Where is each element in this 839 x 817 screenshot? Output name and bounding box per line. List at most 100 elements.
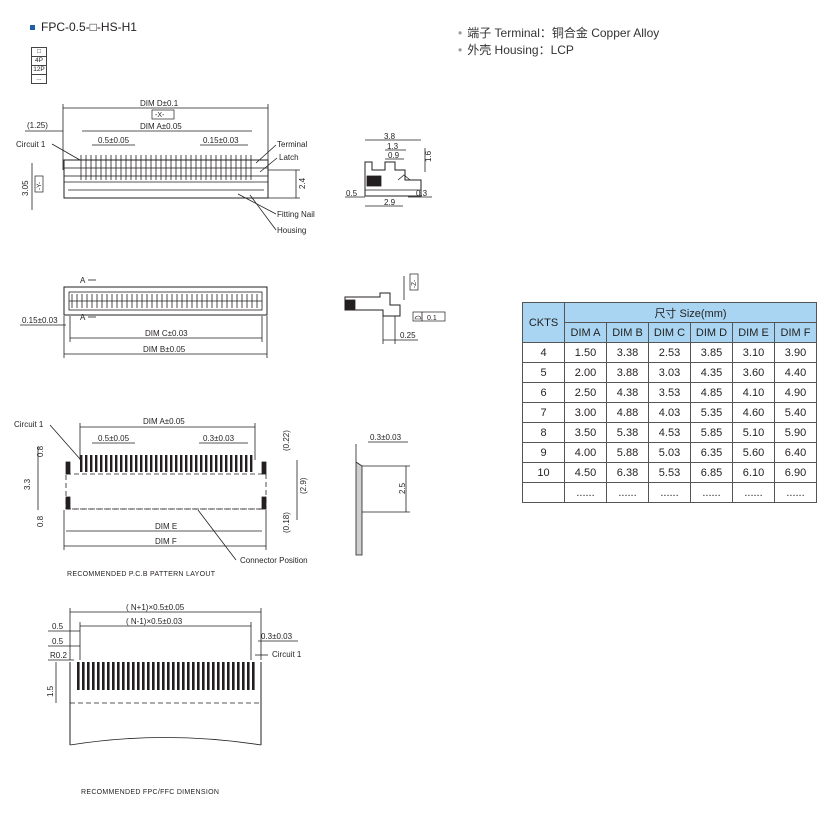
pcb-pad (130, 455, 133, 472)
dim-cell: 4.50 (564, 462, 607, 483)
pcb-pad (190, 455, 193, 472)
dim-cell: ...... (648, 482, 691, 503)
dim-cell: 5.88 (606, 442, 649, 463)
dim-cell: 2.53 (648, 342, 691, 363)
dim-d-label: DIM D±0.1 (140, 99, 179, 108)
fpc-05-b-label: 0.5 (52, 637, 64, 646)
pcb-pad (85, 455, 88, 472)
pcb-pad (230, 455, 233, 472)
dim-cell: ...... (690, 482, 733, 503)
dim-cell: 6.85 (690, 462, 733, 483)
fpc-trace (192, 662, 195, 690)
fpc-trace (97, 662, 100, 690)
pcb-pad (240, 455, 243, 472)
dim-cell: 3.50 (564, 422, 607, 443)
dim-cell: 1.50 (564, 342, 607, 363)
dim-cell: ...... (774, 482, 817, 503)
dim-cell: 4.88 (606, 402, 649, 423)
fpc-trace (197, 662, 200, 690)
pcb-pitch-label: 0.5±0.05 (98, 434, 130, 443)
dimension-table: CKTS 尺寸 Size(mm) DIM A DIM B DIM C DIM D… (522, 302, 817, 503)
fpc-trace (202, 662, 205, 690)
bullet-icon: • (458, 26, 463, 40)
fpc-trace (227, 662, 230, 690)
ckts-cell: 4 (522, 342, 565, 363)
fpc-trace (92, 662, 95, 690)
dim-cell: 6.35 (690, 442, 733, 463)
ckts-cell: 5 (522, 362, 565, 383)
pcb-08-bottom-label: 0.8 (36, 515, 45, 527)
selector-cell: 4P (32, 57, 46, 66)
dim-cell: 3.00 (564, 402, 607, 423)
section-a-mark: A (80, 276, 86, 285)
dim-cell: 4.90 (774, 382, 817, 403)
fpc-trace (177, 662, 180, 690)
pcb-pad (145, 455, 148, 472)
dim-cell: 2.00 (564, 362, 607, 383)
col-header: DIM A (564, 322, 607, 343)
pcb-pad (135, 455, 138, 472)
dim-e-label: DIM E (155, 522, 177, 531)
dim-cell: 4.00 (564, 442, 607, 463)
y-datum-label: -Y- (36, 182, 43, 190)
pcb-side-view: 0.3±0.03 2.5 (355, 433, 410, 556)
side-05-label: 0.5 (346, 189, 358, 198)
circuit1-label: Circuit 1 (16, 140, 46, 149)
bottom-view: A A 0.15±0.03 DIM C±0.03 DIM B±0.05 (20, 276, 268, 358)
fpc-trace (127, 662, 130, 690)
table-row: .................................... (522, 482, 817, 503)
pcb-pad (210, 455, 213, 472)
section-view: 0.25 -Z- 0.1 (344, 273, 446, 344)
fpc-trace (182, 662, 185, 690)
dim-cell: 6.40 (774, 442, 817, 463)
fpc-trace (232, 662, 235, 690)
side-09-label: 0.9 (388, 151, 400, 160)
pcb-08-top-label: 0.8 (36, 445, 45, 457)
side-pad-width-label: 0.3±0.03 (370, 433, 402, 442)
dim-cell: 2.50 (564, 382, 607, 403)
fpc-trace (187, 662, 190, 690)
dim-cell: 3.38 (606, 342, 649, 363)
fpc-trace (162, 662, 165, 690)
dim-cell: 3.90 (774, 342, 817, 363)
height-305-label: 3.05 (21, 180, 30, 196)
latch-label: Latch (279, 153, 299, 162)
dim-cell: 4.35 (690, 362, 733, 383)
spec-terminal-text: 端子 Terminal：铜合金 Copper Alloy (467, 26, 660, 40)
pcb-pad (170, 455, 173, 472)
fpc-trace (207, 662, 210, 690)
pcb-caption: RECOMMENDED P.C.B PATTERN LAYOUT (67, 571, 216, 578)
pcb-pad (225, 455, 228, 472)
pcb-pad (245, 455, 248, 472)
pcb-pad (100, 455, 103, 472)
fpc-trace (252, 662, 255, 690)
pcb-pad (150, 455, 153, 472)
fpc-trace (157, 662, 160, 690)
dim-cell: 4.10 (732, 382, 775, 403)
selector-cell: □ (32, 48, 46, 57)
dim-cell: 5.03 (648, 442, 691, 463)
fpc-05-a-label: 0.5 (52, 622, 64, 631)
side-29-label: 2.9 (384, 198, 396, 207)
fpc-trace (87, 662, 90, 690)
dim-cell: 5.85 (690, 422, 733, 443)
col-header: DIM E (732, 322, 775, 343)
spec-housing-text: 外壳 Housing：LCP (467, 43, 574, 57)
fpc-trace (142, 662, 145, 690)
pin-width-label: 0.15±0.03 (203, 136, 239, 145)
height-24-label: 2.4 (298, 177, 307, 189)
dim-cell: 6.38 (606, 462, 649, 483)
dim-cell: 4.60 (732, 402, 775, 423)
pcb-pad (110, 455, 113, 472)
terminal-label: Terminal (277, 140, 307, 149)
circuit-selector-box: □ 4P 12P ... (31, 47, 47, 84)
title-bullet-icon (30, 24, 35, 30)
fpc-radius-label: R0.2 (50, 651, 67, 660)
fpc-trace (172, 662, 175, 690)
bottom-pin-width-label: 0.15±0.03 (22, 316, 58, 325)
dim-a-label: DIM A±0.05 (140, 122, 182, 131)
fpc-trace (212, 662, 215, 690)
